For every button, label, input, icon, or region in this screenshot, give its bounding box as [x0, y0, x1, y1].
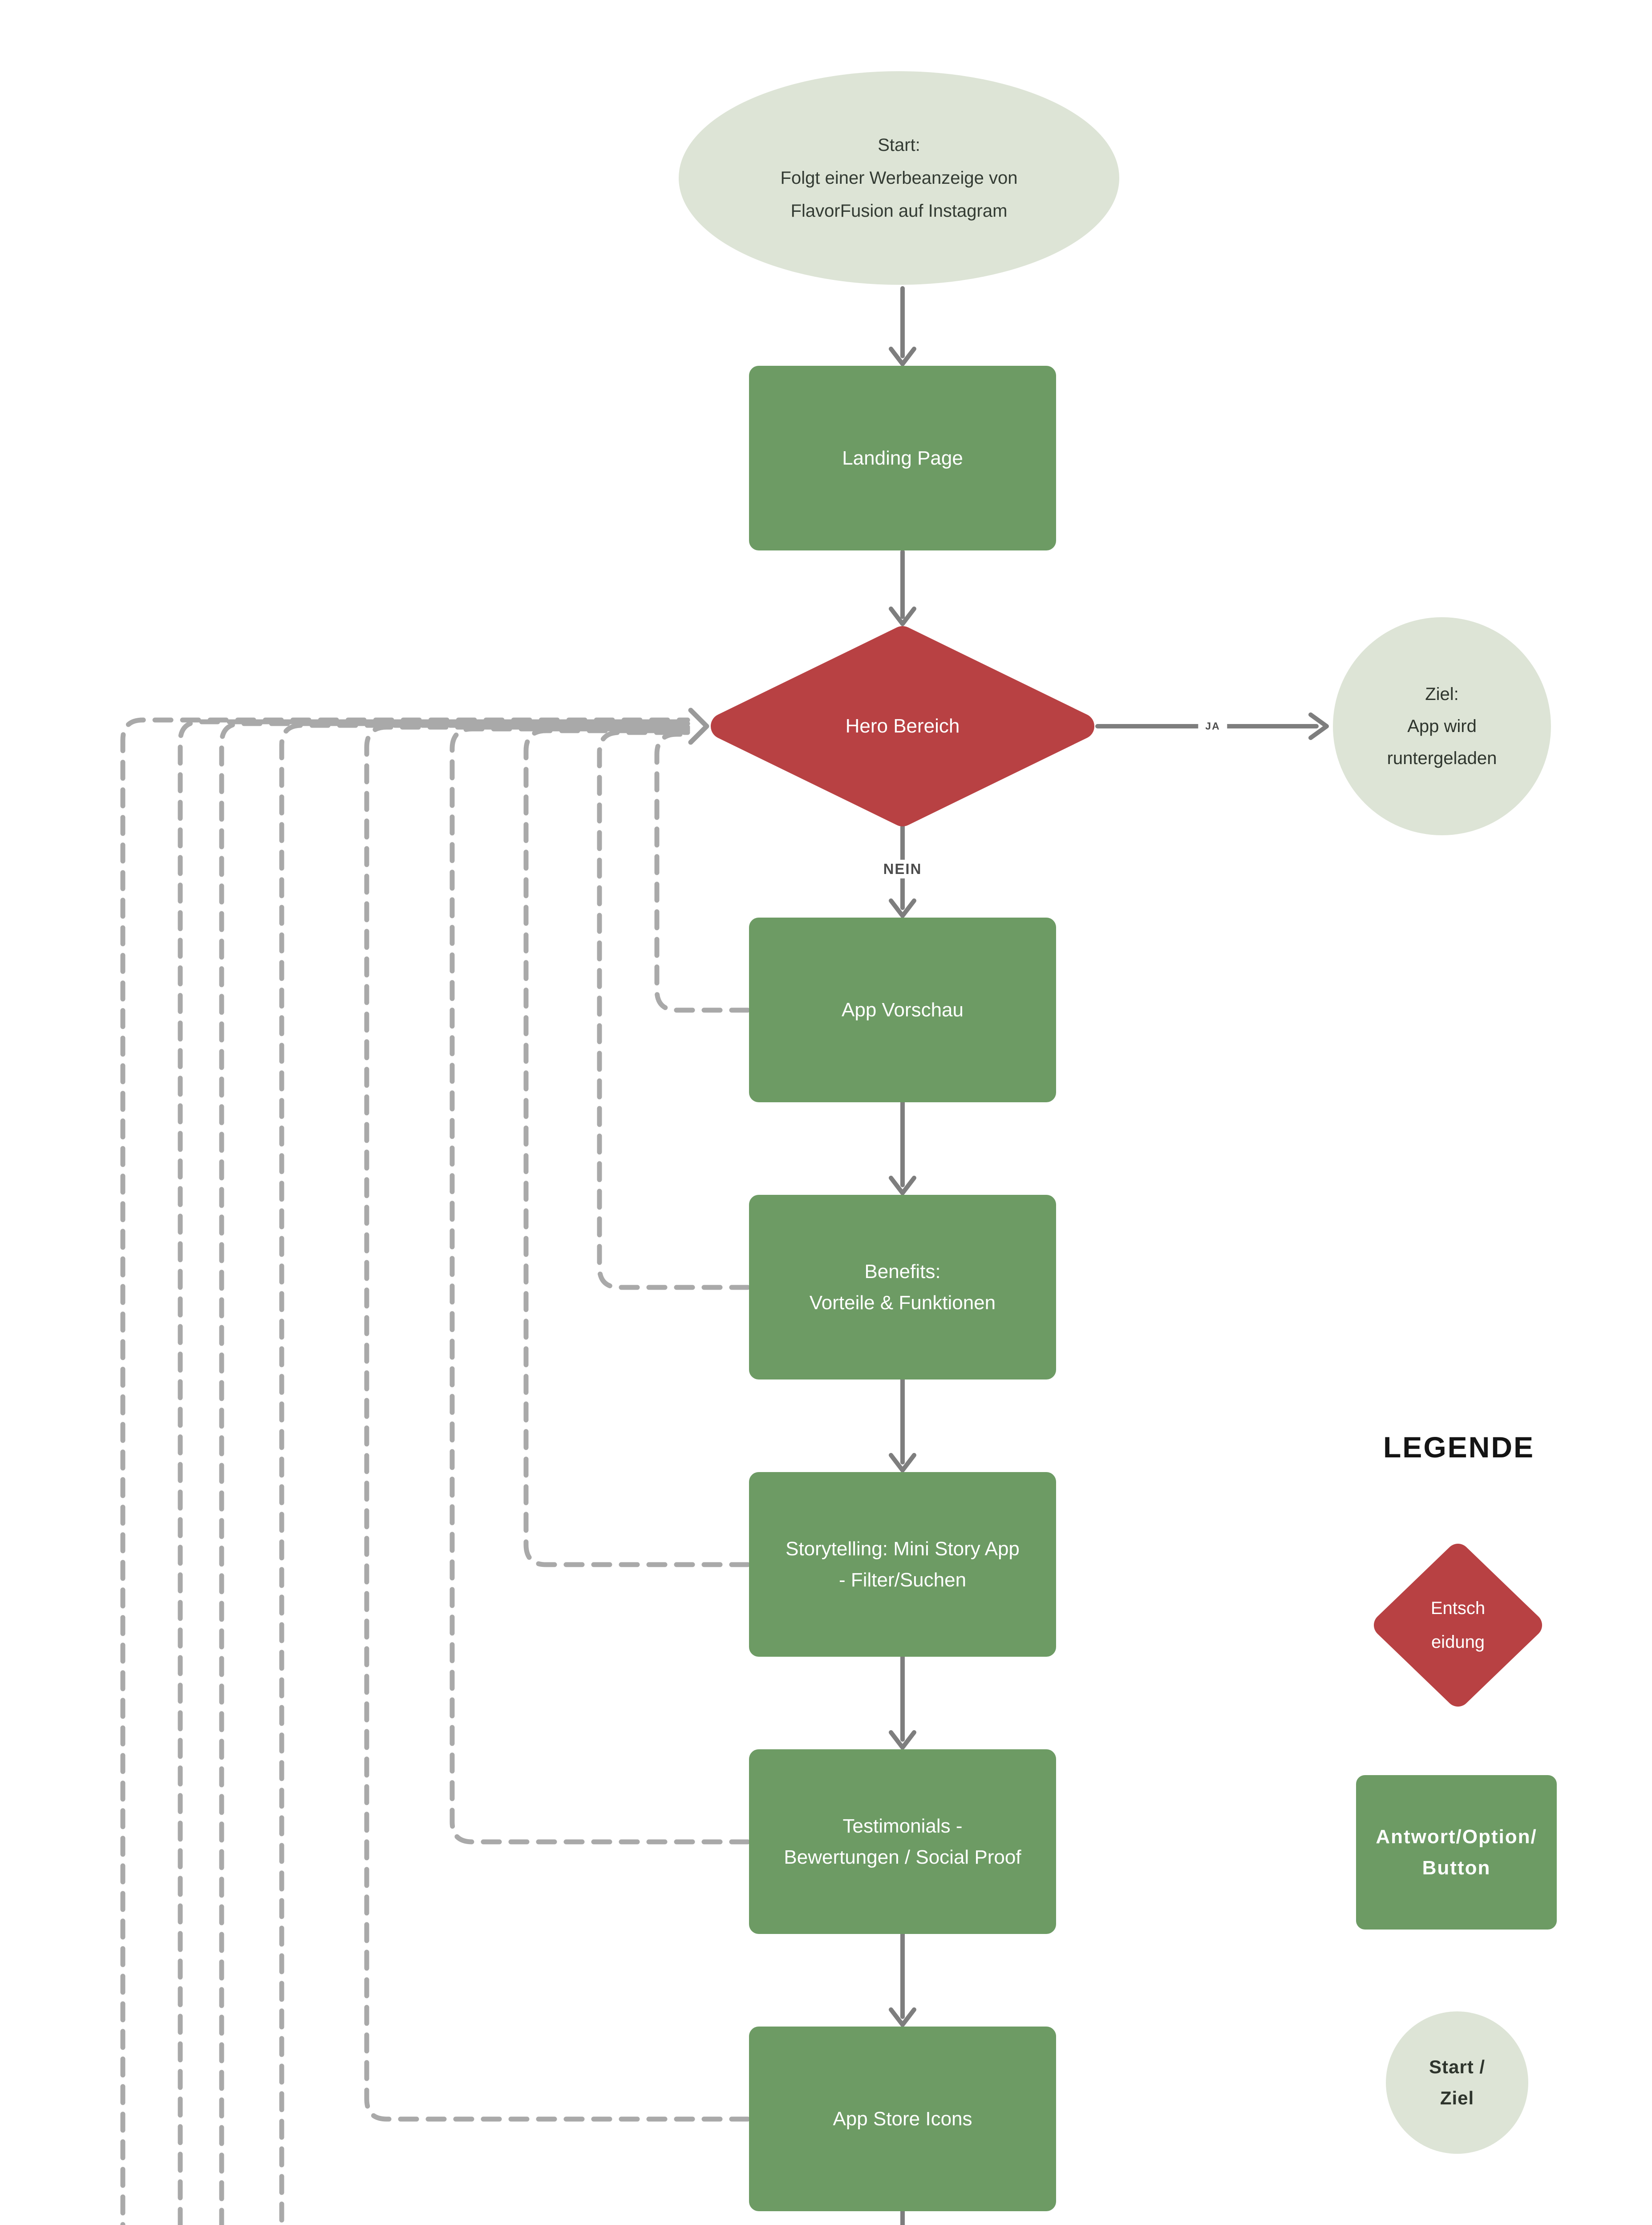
dashed-return-loops	[120, 717, 750, 2225]
legend-decision-label: Entsch eidung	[1373, 1543, 1543, 1707]
node-app-store-icons: App Store Icons	[749, 2027, 1056, 2211]
edge-label-nein-hero: NEIN	[876, 860, 929, 878]
decision-diamond-shape	[711, 626, 1094, 826]
testimonials-line: Bewertungen / Social Proof	[784, 1846, 1021, 1868]
legend-option-box: Antwort/Option/ Button	[1356, 1775, 1557, 1930]
goal-line: runtergeladen	[1387, 748, 1497, 768]
node-landing-page: Landing Page	[749, 366, 1056, 550]
node-storytelling: Storytelling: Mini Story App - Filter/Su…	[749, 1472, 1056, 1657]
benefits-line: Benefits:	[864, 1260, 941, 1282]
start-line: Folgt einer Werbeanzeige von	[780, 168, 1018, 188]
legend-diamond-shape	[1374, 1544, 1542, 1707]
node-benefits: Benefits: Vorteile & Funktionen	[749, 1195, 1056, 1380]
hero-decision-label: Hero Bereich	[710, 626, 1095, 827]
node-start: Start: Folgt einer Werbeanzeige von Flav…	[679, 71, 1119, 285]
node-goal-top: Ziel: App wird runtergeladen	[1333, 617, 1551, 835]
start-line: Start:	[878, 135, 920, 155]
benefits-line: Vorteile & Funktionen	[809, 1291, 996, 1314]
legend-decision-diamond: Entsch eidung	[1373, 1543, 1543, 1707]
legend-option-line: Antwort/Option/	[1376, 1825, 1537, 1848]
testimonials-line: Testimonials -	[842, 1815, 963, 1837]
goal-line: Ziel:	[1425, 684, 1459, 704]
goal-line: App wird	[1407, 716, 1477, 736]
legend-start-goal-line: Start /	[1429, 2056, 1486, 2077]
node-testimonials: Testimonials - Bewertungen / Social Proo…	[749, 1749, 1056, 1934]
landing-page-label: Landing Page	[842, 447, 963, 469]
storytelling-line: Storytelling: Mini Story App	[786, 1537, 1020, 1560]
hero-decision-text: Hero Bereich	[845, 715, 960, 737]
app-vorschau-label: App Vorschau	[842, 999, 964, 1021]
legend-title: LEGENDE	[1383, 1431, 1535, 1464]
legend-decision-line: eidung	[1431, 1632, 1485, 1652]
edge-label-ja-hero: JA	[1198, 719, 1227, 733]
loop-entry-arrowhead	[688, 708, 709, 745]
legend-option-line: Button	[1422, 1857, 1491, 1879]
node-app-vorschau: App Vorschau	[749, 918, 1056, 1102]
node-hero-decision: Hero Bereich	[710, 626, 1095, 827]
app-store-icons-label: App Store Icons	[833, 2108, 972, 2130]
legend-start-goal-line: Ziel	[1440, 2087, 1474, 2108]
storytelling-line: - Filter/Suchen	[838, 1569, 967, 1591]
legend-decision-line: Entsch	[1430, 1598, 1486, 1618]
legend-start-goal-circle: Start / Ziel	[1386, 2011, 1528, 2154]
start-line: FlavorFusion auf Instagram	[790, 201, 1008, 221]
